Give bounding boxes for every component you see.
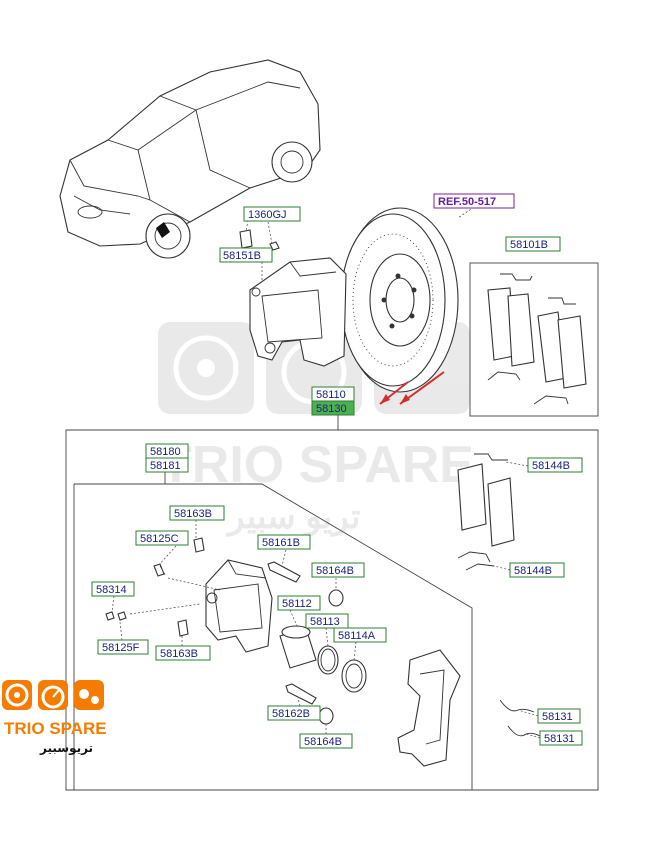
label-ref-50-517[interactable]: REF.50-517: [433, 193, 515, 209]
svg-text:58144B: 58144B: [532, 460, 570, 472]
watermark-icon-1: [158, 322, 254, 414]
label-58125F[interactable]: 58125F: [97, 639, 149, 655]
svg-text:1360GJ: 1360GJ: [248, 209, 287, 221]
svg-text:58314: 58314: [96, 584, 127, 596]
label-58125C[interactable]: 58125C: [135, 530, 189, 546]
label-58181[interactable]: 58181: [145, 457, 189, 473]
svg-text:REF.50-517: REF.50-517: [438, 196, 496, 208]
svg-text:58163B: 58163B: [174, 508, 212, 520]
svg-text:58113: 58113: [310, 616, 340, 628]
svg-text:58110: 58110: [316, 389, 346, 401]
svg-text:58163B: 58163B: [160, 648, 198, 660]
label-58164B-top[interactable]: 58164B: [311, 562, 365, 578]
svg-text:58162B: 58162B: [272, 708, 310, 720]
svg-text:58114A: 58114A: [338, 630, 376, 642]
label-58162B[interactable]: 58162B: [267, 705, 321, 721]
svg-text:58161B: 58161B: [262, 537, 300, 549]
brake-disc: [340, 207, 459, 393]
label-58131-top[interactable]: 58131: [537, 708, 581, 724]
red-arrows: [379, 371, 445, 405]
svg-text:58131: 58131: [544, 733, 575, 745]
vehicle-illustration: [59, 59, 321, 259]
logo-icon-3: [74, 680, 104, 710]
svg-text:58131: 58131: [542, 711, 573, 723]
caliper-carrier: [397, 649, 461, 767]
outer-frame: [65, 429, 599, 791]
label-1360GJ[interactable]: 1360GJ: [243, 206, 301, 222]
svg-text:58151B: 58151B: [223, 250, 261, 262]
label-58110[interactable]: 58110: [311, 386, 355, 402]
label-58164B-bottom[interactable]: 58164B: [299, 733, 353, 749]
caliper-assembly-top: [239, 229, 347, 367]
label-58314[interactable]: 58314: [91, 581, 135, 597]
svg-text:58181: 58181: [150, 460, 181, 472]
leader-lines: [111, 206, 541, 739]
label-58113[interactable]: 58113: [305, 613, 349, 629]
label-58161B[interactable]: 58161B: [257, 534, 311, 550]
inner-parallelogram-frame: [73, 483, 473, 790]
bolts-lower: [105, 537, 344, 725]
label-58180[interactable]: 58180: [145, 443, 189, 459]
pads-lower: [457, 453, 515, 571]
watermark-brand: TRIO SPARE: [160, 436, 474, 494]
label-58144B-top[interactable]: 58144B: [527, 457, 583, 473]
caliper-body-lower: [205, 559, 273, 653]
label-58101B[interactable]: 58101B: [505, 236, 561, 252]
label-58144B-bottom[interactable]: 58144B: [509, 562, 565, 578]
label-58112[interactable]: 58112: [277, 595, 321, 611]
label-58130[interactable]: 58130: [311, 400, 355, 416]
svg-text:58101B: 58101B: [510, 239, 548, 251]
svg-text:58164B: 58164B: [316, 565, 354, 577]
svg-text:58130: 58130: [316, 403, 347, 415]
label-58163B-bottom[interactable]: 58163B: [155, 645, 211, 661]
svg-text:58125F: 58125F: [102, 642, 140, 654]
svg-text:58164B: 58164B: [304, 736, 342, 748]
piston-and-seals: [279, 625, 367, 693]
logo-brand-text: TRIO SPARE: [4, 719, 107, 738]
label-58131-bottom[interactable]: 58131: [539, 730, 583, 746]
logo-arabic-text: تريوسبير: [39, 741, 93, 756]
pads-box-top: [469, 262, 599, 417]
svg-text:58180: 58180: [150, 446, 181, 458]
label-58163B-top[interactable]: 58163B: [169, 505, 225, 521]
anti-rattle-springs: [499, 699, 541, 737]
svg-text:58144B: 58144B: [514, 565, 552, 577]
brand-logo: TRIO SPARE تريوسبير: [2, 680, 107, 756]
label-58151B[interactable]: 58151B: [219, 247, 273, 263]
svg-text:58125C: 58125C: [140, 533, 179, 545]
svg-text:58112: 58112: [282, 598, 312, 610]
label-58114A[interactable]: 58114A: [333, 627, 387, 643]
watermark-arabic: تريو سبير: [226, 498, 360, 537]
